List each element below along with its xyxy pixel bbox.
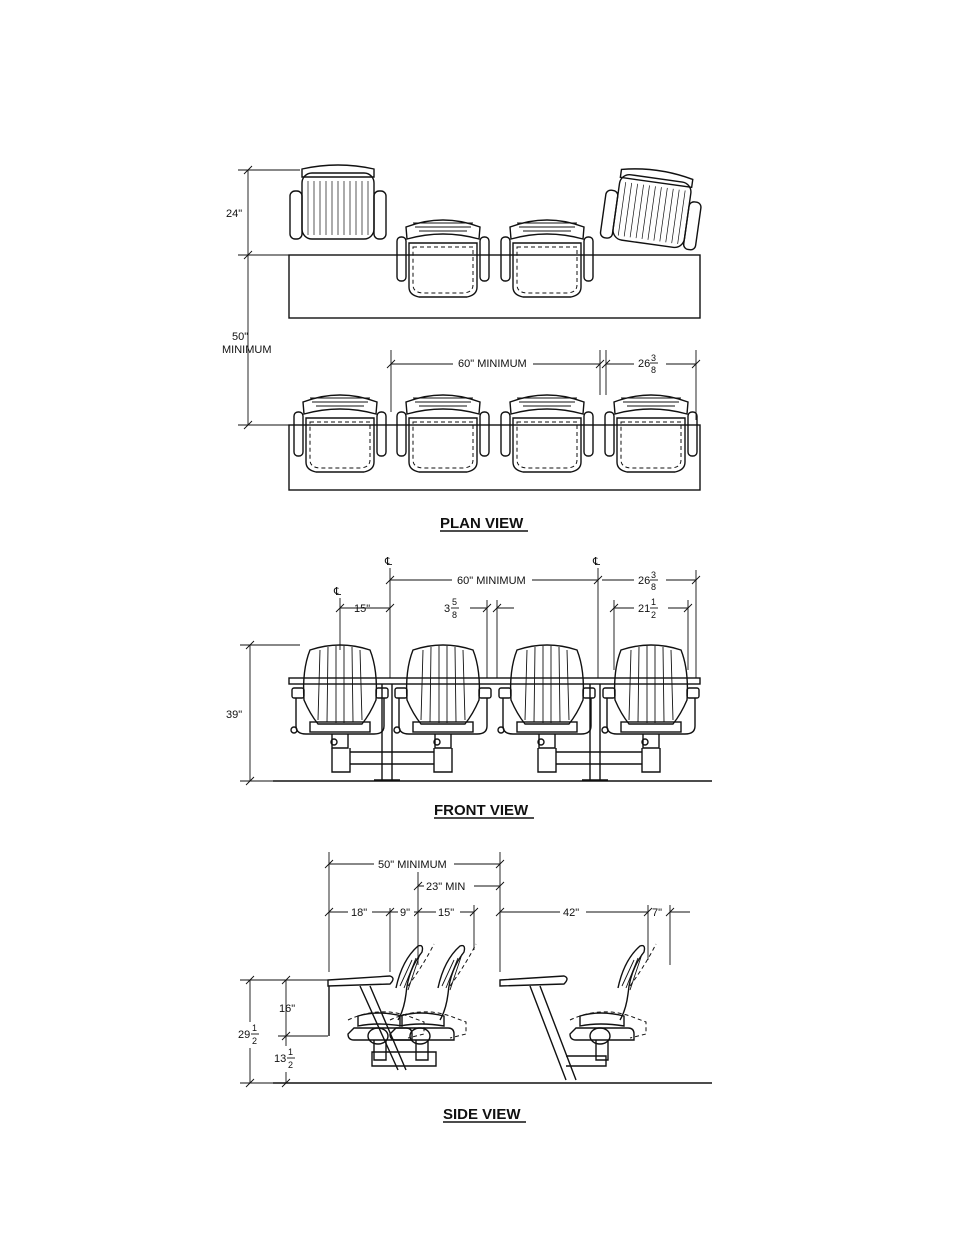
plan-desk-back (289, 255, 700, 318)
side-dim-table-num: 1 (252, 1023, 257, 1033)
side-dim-upper: 16" (279, 1003, 295, 1015)
front-dim-spacing: 60" MINIMUM (457, 575, 526, 587)
front-dim-offset: 15" (354, 603, 370, 615)
front-dim-height: 39" (226, 709, 242, 721)
side-dim-seat-num: 1 (288, 1047, 293, 1057)
plan-dim-spacing: 60" MINIMUM (458, 358, 527, 370)
side-dim-clear: 23" MIN (426, 881, 465, 893)
front-view-title: FRONT VIEW (434, 802, 529, 819)
side-chair-1 (348, 944, 434, 1060)
plan-chair-back-1 (290, 165, 386, 239)
plan-chair-front-1 (294, 395, 386, 472)
side-dim-e: 7" (652, 907, 662, 919)
plan-chair-front-4 (605, 395, 697, 472)
side-view-title: SIDE VIEW (443, 1106, 521, 1123)
side-dim-seat-whole: 13 (274, 1053, 286, 1065)
front-view: 39" ℄ ℄ ℄ 60" MINIMUM 26 3 8 15" 3 5 8 2… (226, 556, 712, 819)
front-chair-4 (602, 645, 699, 748)
side-view: 16" 29 1 2 13 1 2 50" MINIMUM 23" MIN 18… (236, 852, 712, 1123)
side-dim-table-whole: 29 (238, 1029, 250, 1041)
plan-chair-back-3 (501, 220, 593, 297)
side-dim-c: 15" (438, 907, 454, 919)
front-dim-gap-den: 8 (452, 610, 457, 620)
side-chair-3 (570, 944, 656, 1060)
side-dim-seat-den: 2 (288, 1060, 293, 1070)
front-centerline-2: ℄ (384, 556, 392, 568)
side-dim-d: 42" (563, 907, 579, 919)
plan-view-title: PLAN VIEW (440, 515, 524, 532)
side-chair-2 (390, 944, 476, 1060)
front-chair-3 (498, 645, 595, 748)
front-dim-seat-den: 8 (651, 582, 656, 592)
plan-chair-back-2 (397, 220, 489, 297)
plan-desk-front (289, 425, 700, 490)
plan-dim-depth: 24" (226, 208, 242, 220)
front-centerline-1: ℄ (333, 586, 341, 598)
front-dim-width-num: 1 (651, 597, 656, 607)
side-desk-right (500, 976, 567, 986)
plan-view: 24" 50" MINIMUM 60" MINIMUM 26 3 8 PLAN … (222, 164, 705, 532)
side-dim-table-den: 2 (252, 1036, 257, 1046)
front-dim-seat-whole: 26 (638, 575, 650, 587)
plan-dim-seat-den: 8 (651, 365, 656, 375)
front-chair-2 (394, 645, 491, 748)
side-dim-total: 50" MINIMUM (378, 859, 447, 871)
front-dim-width-den: 2 (651, 610, 656, 620)
front-dim-width-whole: 21 (638, 603, 650, 615)
plan-chair-back-4 (600, 164, 705, 251)
plan-chair-front-2 (397, 395, 489, 472)
plan-dim-seat-whole: 26 (638, 358, 650, 370)
front-chair-1 (291, 645, 388, 748)
front-dim-gap-whole: 3 (444, 603, 450, 615)
plan-dim-total-b: MINIMUM (222, 344, 272, 356)
plan-dim-seat-num: 3 (651, 353, 656, 363)
side-dim-a: 18" (351, 907, 367, 919)
front-dim-gap-num: 5 (452, 597, 457, 607)
side-desk-left (328, 976, 393, 986)
plan-dim-total-a: 50" (232, 331, 248, 343)
front-dim-seat-num: 3 (651, 570, 656, 580)
side-dim-b: 9" (400, 907, 410, 919)
plan-chair-front-3 (501, 395, 593, 472)
front-centerline-3: ℄ (592, 556, 600, 568)
